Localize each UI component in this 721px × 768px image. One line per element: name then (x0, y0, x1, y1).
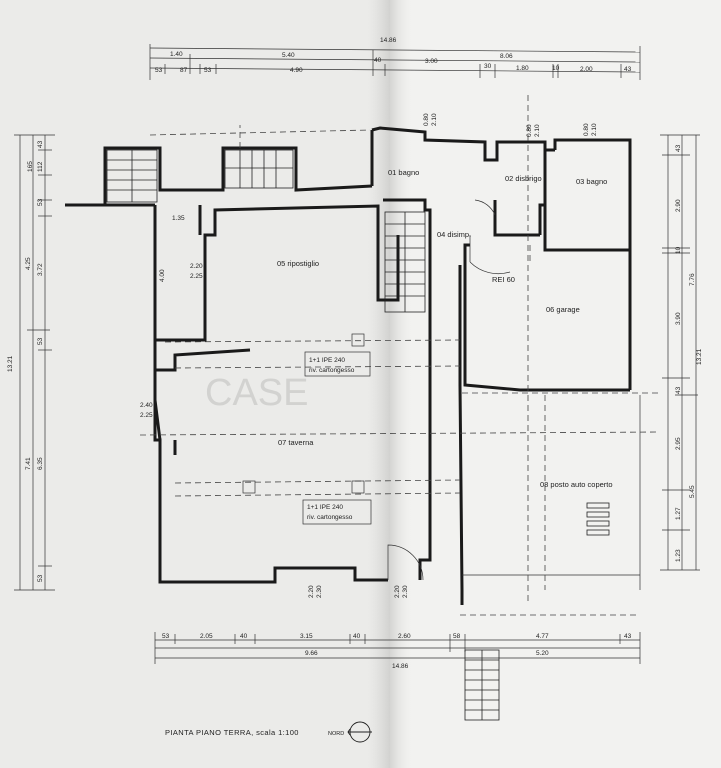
dim-top-row2-h: 1.80 (516, 65, 529, 72)
room-label-posto-auto-08: 08 posto auto coperto (540, 480, 613, 489)
column-square (351, 333, 365, 347)
opening-dim: 2.20 (308, 585, 315, 598)
dim-right-d7: 1.27 (675, 507, 682, 520)
dim-left-group2: 7.41 (25, 457, 32, 470)
beam-label-bottom-2: riv. cartongesso (307, 514, 353, 521)
drawing-title: PIANTA PIANO TERRA, scala 1:100 (165, 728, 299, 737)
stairs (106, 149, 500, 721)
dim-top-row2-f: 3.00 (425, 58, 438, 65)
doors (387, 199, 620, 581)
room-label-disimp-04: 04 disimp. (437, 230, 471, 239)
opening-dim: 2.10 (591, 123, 598, 136)
dim-bottom-g: 58 (453, 633, 461, 640)
dim-bottom-b: 2.05 (200, 633, 213, 640)
room-label-garage-06: 06 garage (546, 305, 580, 314)
dim-bottom-total: 14.86 (392, 663, 409, 670)
dim-top-row1-a: 1.40 (170, 51, 183, 58)
dim-right-d5: 43 (675, 386, 682, 394)
column-square (351, 480, 365, 494)
top-dimension-lines (149, 44, 641, 80)
dim-right-d4: 3.90 (675, 312, 682, 325)
dim-top-row2-a: 53 (155, 67, 163, 74)
dim-bottom-f: 2.60 (398, 633, 411, 640)
dim-top-row2-d: 4.90 (290, 67, 303, 74)
dim-top-row2-k: 43 (624, 66, 632, 73)
opening-dim: 2.30 (316, 585, 323, 598)
opening-dim: 0.80 (423, 113, 430, 126)
watermark-text: CASE (205, 372, 308, 414)
dim-bottom-a: 53 (162, 633, 170, 640)
dim-bottom-i: 43 (624, 633, 632, 640)
paper-fold (368, 0, 412, 768)
room-label-disbrigo-02: 02 disbrigo (505, 174, 542, 183)
dim-right-d8: 1.23 (675, 549, 682, 562)
opening-dim: 2.25 (140, 412, 153, 419)
dim-bottom-row2-a: 9.66 (305, 650, 318, 657)
opening-dim: 2.30 (402, 585, 409, 598)
opening-dim: 2.20 (190, 263, 203, 270)
dim-right-d2: 2.90 (675, 199, 682, 212)
north-label: NORD (328, 731, 344, 737)
dim-bottom-h: 4.77 (536, 633, 549, 640)
beam-label-bottom-1: 1+1 IPE 240 (307, 504, 343, 511)
dim-top-row2-g: 30 (484, 63, 492, 70)
opening-dim: 0.80 (583, 123, 590, 136)
opening-dim: 2.20 (394, 585, 401, 598)
dim-left-d8: 53 (37, 574, 44, 582)
dim-left-group1: 4.25 (25, 257, 32, 270)
dim-top-total: 14.86 (380, 37, 397, 44)
dim-left-d7: 6.35 (37, 457, 44, 470)
dim-top-row2-c: 53 (204, 67, 212, 74)
dim-left-d3: 165 (27, 161, 34, 172)
opening-dim: 0.80 (526, 124, 533, 137)
left-dimension-lines (14, 134, 55, 591)
dim-right-d3: 10 (675, 246, 682, 254)
opening-dim: 1.35 (172, 215, 185, 222)
overhead-lines (139, 95, 661, 616)
dim-left-d1: 43 (37, 140, 44, 148)
room-label-taverna-07: 07 taverna (278, 438, 314, 447)
dim-bottom-row2-b: 5.20 (536, 650, 549, 657)
parking-marks (586, 502, 610, 536)
opening-dim: 2.40 (140, 402, 153, 409)
opening-dim: 2.10 (431, 113, 438, 126)
paper-left-half (0, 0, 390, 768)
beam-annotation-box-top (304, 351, 371, 377)
dim-top-row2-b: 87 (180, 67, 188, 74)
opening-dim: 2.10 (534, 124, 541, 137)
bottom-dimension-lines (154, 632, 641, 664)
dim-bottom-d: 3.15 (300, 633, 313, 640)
room-label-ripostiglio-05: 05 ripostiglio (277, 259, 319, 268)
dim-top-row1-c: 8.06 (500, 53, 513, 60)
dim-left-d2: 112 (37, 161, 44, 172)
dim-top-row1-b: 5.40 (282, 52, 295, 59)
dim-left-total: 13.21 (7, 355, 14, 372)
walls (65, 126, 641, 605)
dim-right-group2: 5.45 (689, 485, 696, 498)
dim-bottom-c: 40 (240, 633, 248, 640)
dim-left-d4: 53 (37, 198, 44, 206)
dim-bottom-e: 40 (353, 633, 361, 640)
dim-right-total: 13.21 (696, 348, 703, 365)
north-arrow-icon (347, 721, 372, 743)
dim-top-row2-e: 40 (374, 57, 382, 64)
dim-top-row2-i: 10 (552, 65, 560, 72)
door-rating-label: REI 60 (492, 275, 515, 284)
room-label-bagno-01: 01 bagno (388, 168, 419, 177)
column-square (242, 480, 256, 494)
opening-dim: 2.25 (190, 273, 203, 280)
opening-dim: 4.00 (159, 269, 166, 282)
dim-right-d1: 43 (675, 144, 682, 152)
right-dimension-lines (660, 134, 700, 571)
dim-left-d6: 53 (37, 337, 44, 345)
dim-right-d6: 2.95 (675, 437, 682, 450)
dim-right-group1: 7.76 (689, 273, 696, 286)
beam-annotation-box-bottom (302, 499, 372, 525)
dim-left-d5: 3.72 (37, 263, 44, 276)
room-label-bagno-03: 03 bagno (576, 177, 607, 186)
beam-label-top-1: 1+1 IPE 240 (309, 357, 345, 364)
dim-top-row2-j: 2.00 (580, 66, 593, 73)
beam-label-top-2: riv. cartongesso (309, 367, 355, 374)
